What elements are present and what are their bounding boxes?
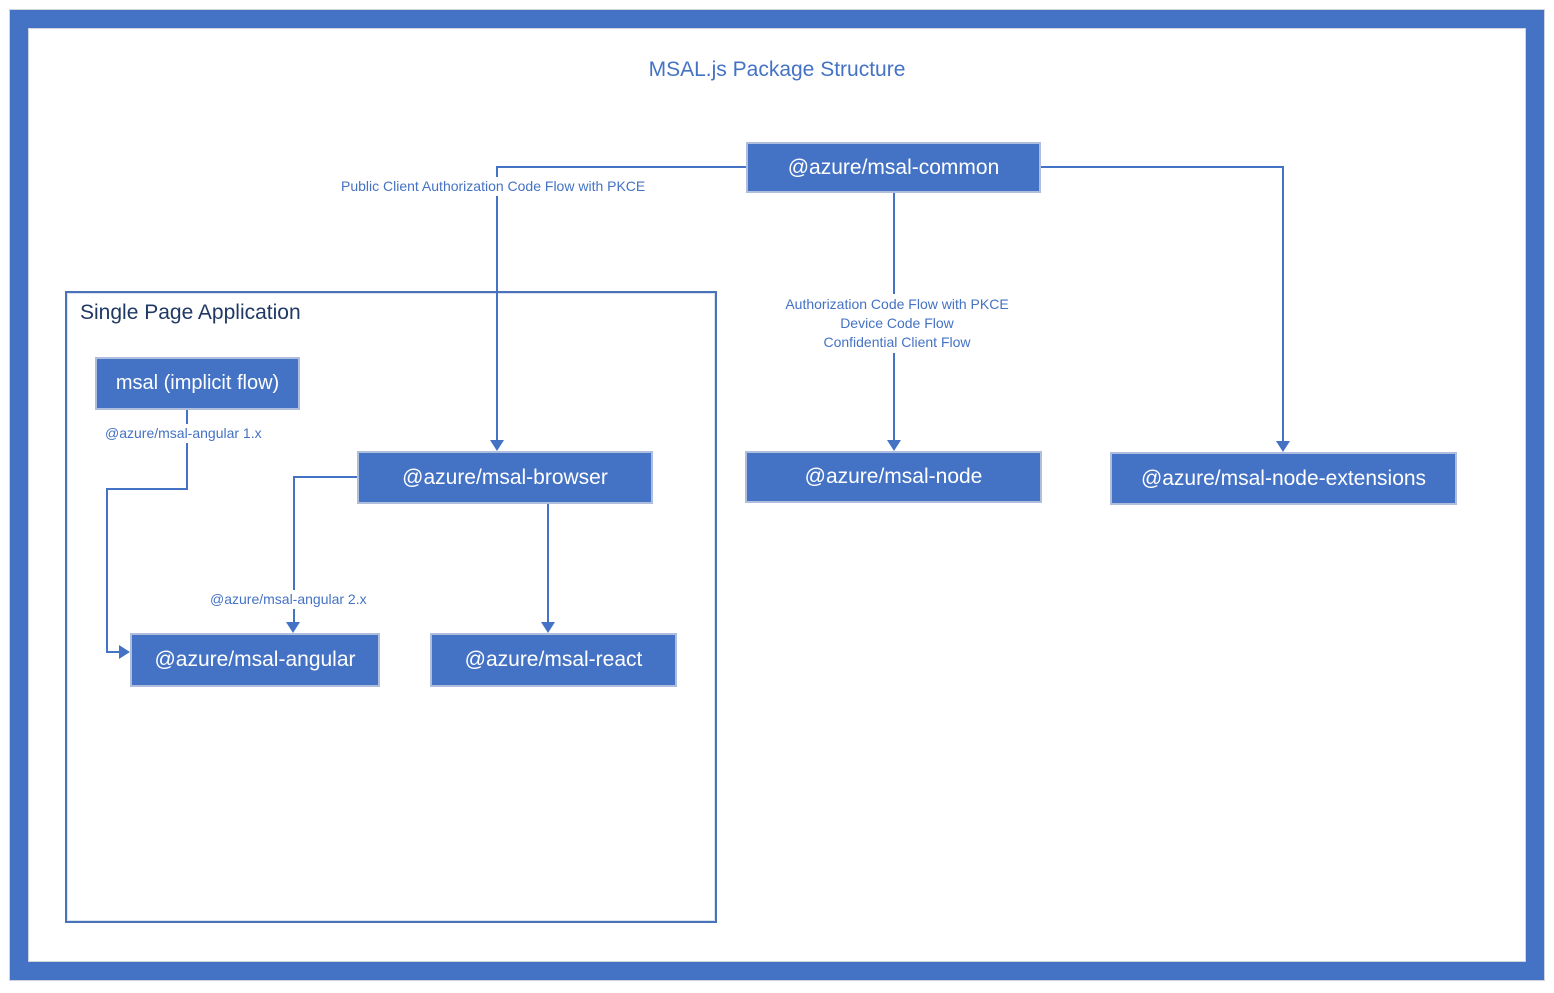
connector-into-angular-horizontal: [106, 651, 120, 653]
box-msal-angular: @azure/msal-angular: [130, 633, 380, 687]
connector-implicit-to-angular-vertical: [106, 488, 108, 653]
connector-implicit-down-vertical: [186, 410, 188, 490]
edge-label-node-flow-line3: Confidential Client Flow: [823, 334, 971, 350]
arrowhead-into-msal-browser-icon: [490, 440, 504, 451]
connector-common-to-browser-horizontal: [497, 166, 746, 168]
arrowhead-into-msal-react-icon: [541, 622, 555, 633]
edge-label-angular-1x: @azure/msal-angular 1.x: [102, 424, 265, 443]
box-msal-implicit-flow: msal (implicit flow): [95, 357, 300, 410]
page-border-frame: [10, 10, 1544, 980]
edge-label-node-flow-line1: Authorization Code Flow with PKCE: [785, 296, 1009, 312]
box-msal-common: @azure/msal-common: [746, 142, 1041, 193]
connector-common-to-extensions-horizontal: [1041, 166, 1284, 168]
arrowhead-into-msal-angular-left-icon: [119, 645, 130, 659]
edge-label-public-client-flow: Public Client Authorization Code Flow wi…: [338, 177, 649, 196]
single-page-application-group: [65, 291, 717, 923]
diagram-title: MSAL.js Package Structure: [648, 58, 906, 81]
connector-browser-to-angular-vertical: [293, 476, 295, 623]
box-msal-browser: @azure/msal-browser: [357, 451, 653, 504]
connector-common-to-browser-vertical: [496, 166, 498, 441]
connector-browser-to-angular-horizontal: [295, 476, 357, 478]
edge-label-node-flows: Authorization Code Flow with PKCE Device…: [744, 294, 1050, 353]
single-page-application-label: Single Page Application: [80, 301, 301, 324]
edge-label-node-flow-line2: Device Code Flow: [840, 315, 954, 331]
box-msal-node: @azure/msal-node: [745, 451, 1042, 503]
edge-label-angular-2x: @azure/msal-angular 2.x: [207, 590, 370, 609]
arrowhead-into-msal-angular-top-icon: [286, 622, 300, 633]
connector-common-to-extensions-vertical: [1282, 166, 1284, 442]
connector-implicit-elbow-horizontal: [106, 488, 188, 490]
arrowhead-into-msal-node-extensions-icon: [1276, 441, 1290, 452]
arrowhead-into-msal-node-icon: [887, 440, 901, 451]
box-msal-react: @azure/msal-react: [430, 633, 677, 687]
connector-browser-to-react-vertical: [547, 504, 549, 623]
box-msal-node-extensions: @azure/msal-node-extensions: [1110, 452, 1457, 505]
